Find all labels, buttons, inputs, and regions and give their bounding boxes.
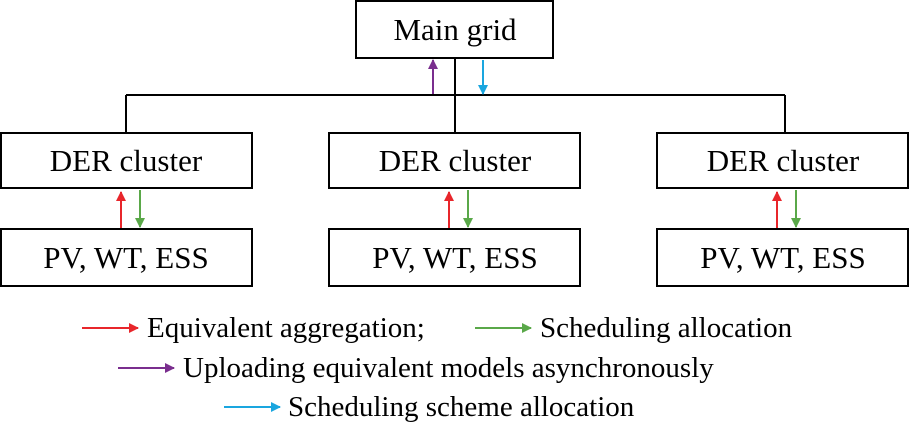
resources-box — [328, 228, 581, 287]
resources-box — [656, 228, 909, 287]
der-cluster-1: DER cluster PV, WT, ESS — [0, 132, 253, 287]
der-cluster-label: DER cluster — [50, 143, 203, 178]
resources-box — [0, 228, 253, 287]
der-cluster-box — [328, 132, 581, 189]
der-cluster-box — [0, 132, 253, 189]
main-grid-label: Main grid — [393, 12, 517, 47]
der-cluster-label: DER cluster — [379, 143, 532, 178]
legend: Equivalent aggregation; Scheduling alloc… — [82, 312, 793, 423]
legend-equivalent-aggregation: Equivalent aggregation; — [147, 312, 425, 344]
main-grid-node: Main grid — [355, 0, 554, 59]
resources-label: PV, WT, ESS — [43, 240, 208, 275]
legend-scheduling-allocation: Scheduling allocation — [540, 312, 793, 344]
resources-label: PV, WT, ESS — [700, 240, 865, 275]
der-cluster-3: DER cluster PV, WT, ESS — [656, 132, 909, 287]
der-cluster-2: DER cluster PV, WT, ESS — [328, 132, 581, 287]
resources-label: PV, WT, ESS — [372, 240, 537, 275]
legend-scheduling-scheme: Scheduling scheme allocation — [288, 391, 635, 423]
connector-lines — [125, 58, 786, 133]
der-cluster-box — [656, 132, 909, 189]
main-grid-box — [355, 0, 554, 59]
legend-uploading-models: Uploading equivalent models asynchronous… — [183, 352, 714, 384]
der-cluster-label: DER cluster — [707, 143, 860, 178]
